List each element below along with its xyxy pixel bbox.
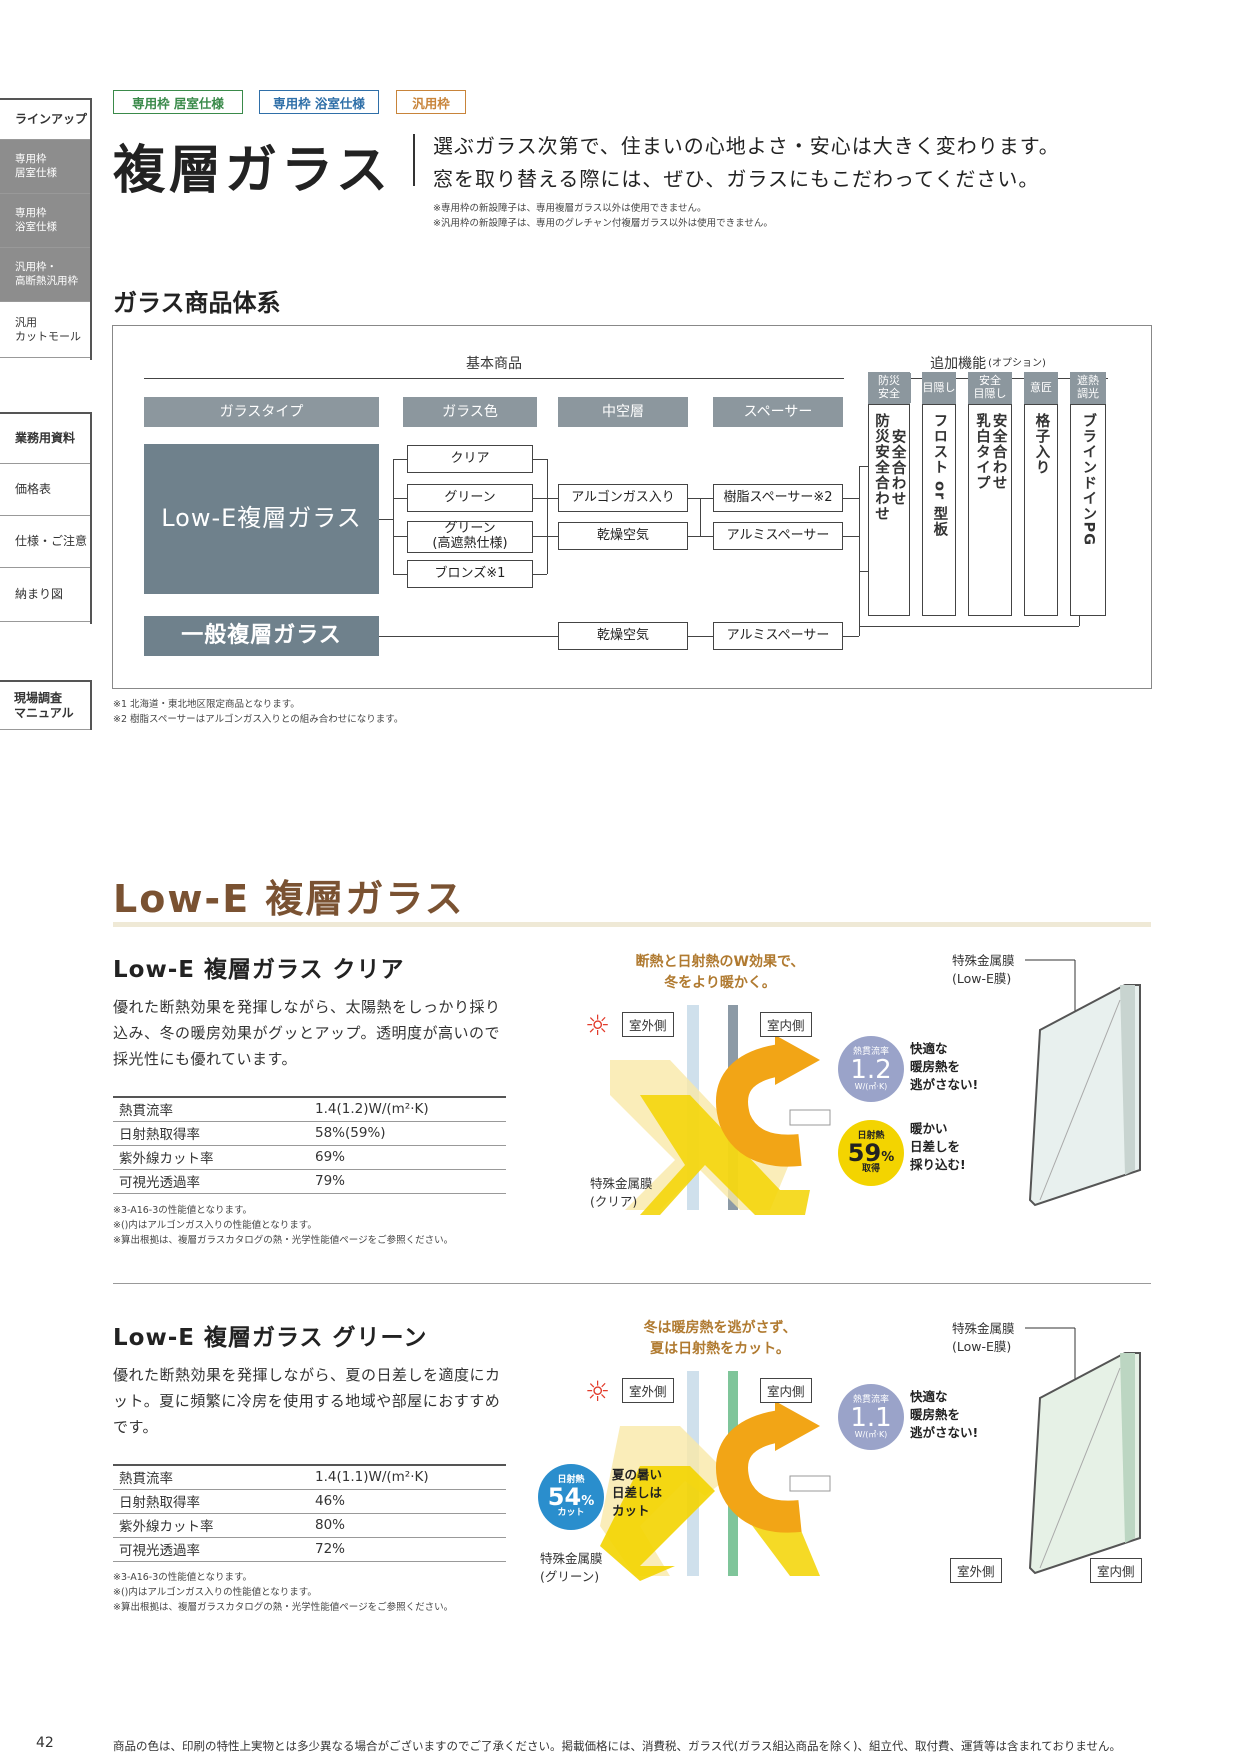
lead-text: 選ぶガラス次第で、住まいの心地よさ・安心は大きく変わります。 窓を取り替える際に… [433, 134, 1060, 191]
side-nav-manual: 現場調査 マニュアル [0, 680, 92, 730]
header-notes: ※専用枠の新設障子は、専用複層ガラス以外は使用できません。 ※汎用枠の新設障子は… [433, 203, 773, 229]
clear-film-right: 特殊金属膜 (Low-E膜) [952, 953, 1015, 986]
title-divider [413, 134, 415, 186]
green-outside-label: 室外側 [622, 1378, 674, 1403]
system-notes: ※1 北海道・東北地区限定商品となります。 ※2 樹脂スペーサーはアルゴンガス入… [113, 699, 404, 725]
clear-u-circle: 熱貫流率 1.2 W/(㎡·K) [838, 1036, 904, 1102]
clear-desc: 優れた断熱効果を発揮しながら、太陽熱をしっかり採り込み、冬の暖房効果がグッとアッ… [113, 998, 501, 1068]
clear-u-text: 快適な 暖房熱を 逃がさない! [910, 1041, 979, 1092]
clear-outside-label: 室外側 [622, 1012, 674, 1037]
air-dry: 乾燥空気 [558, 522, 688, 550]
opt-shanetsu: ブラインドインPG [1070, 404, 1106, 616]
lowe-title: Low-E 複層ガラス [113, 877, 465, 921]
nav-item-cutmold[interactable]: 汎用 カットモール [0, 302, 92, 358]
spacer-resin: 樹脂スペーサー※2 [713, 484, 843, 512]
green-title: Low-E 複層ガラス グリーン [113, 1325, 428, 1351]
lowe-title-rule [113, 922, 1151, 927]
green-notes: ※3-A16-3の性能値となります。 ※()内はアルゴンガス入りの性能値となりま… [113, 1572, 454, 1613]
color-green: グリーン [407, 484, 533, 512]
opt-head-anzen: 安全 目隠し [968, 372, 1012, 404]
color-bronze: ブロンズ※1 [407, 560, 533, 588]
tag-general: 汎用枠 [396, 90, 466, 114]
clear-g-circle: 日射熱 59% 取得 [838, 1120, 904, 1186]
col-glass-type: ガラスタイプ [144, 397, 379, 427]
spacer-alumi-general: アルミスペーサー [713, 622, 843, 650]
side-nav-docs: 業務用資料 価格表 仕様・ご注意 納まり図 [0, 412, 92, 624]
green-inside-label: 室内側 [760, 1378, 812, 1403]
footer-note: 商品の色は、印刷の特性上実物とは多少異なる場合がございますのでご了承ください。掲… [113, 1739, 1121, 1753]
section-divider [113, 1283, 1151, 1284]
page-number: 42 [36, 1735, 54, 1751]
tag-living: 専用枠 居室仕様 [113, 90, 243, 114]
nav-item-general[interactable]: 汎用枠・ 高断熱汎用枠 [0, 248, 92, 302]
opt-isho: 格子入り [1024, 404, 1058, 616]
green-g-circle: 日射熱 54% カット [538, 1464, 604, 1530]
col-air-layer: 中空層 [558, 397, 688, 427]
air-dry-general: 乾燥空気 [558, 622, 688, 650]
basic-label: 基本商品 [466, 355, 522, 372]
window-illustration-clear [1025, 959, 1141, 1207]
nav-item-manual[interactable]: 現場調査 マニュアル [0, 680, 92, 730]
window-inside-label: 室内側 [1090, 1558, 1142, 1583]
lowe-type: Low-E複層ガラス [144, 444, 379, 594]
color-green-high: グリーン (高遮熱仕様) [407, 521, 533, 553]
tag-bath: 専用枠 浴室仕様 [259, 90, 379, 114]
opt-head-shanetsu: 遮熱 調光 [1070, 372, 1106, 404]
color-clear: クリア [407, 445, 533, 473]
clear-inside-label: 室内側 [760, 1012, 812, 1037]
clear-g-text: 暖かい 日差しを 採り込む! [910, 1121, 966, 1172]
option-label: 追加機能(オプション) [930, 355, 1046, 372]
side-nav: ラインアップ 専用枠 居室仕様 専用枠 浴室仕様 汎用枠・ 高断熱汎用枠 汎用 … [0, 98, 92, 360]
green-caption: 冬は暖房熱を逃がさず、 夏は日射熱をカット。 [643, 1320, 797, 1357]
clear-notes: ※3-A16-3の性能値となります。 ※()内はアルゴンガス入りの性能値となりま… [113, 1205, 454, 1246]
glass-system-diagram: 基本商品 追加機能(オプション) ガラスタイプ ガラス色 中空層 スペーサー L… [112, 325, 1152, 689]
clear-film-label: 特殊金属膜 (クリア) [590, 1176, 653, 1209]
green-g-text: 夏の暑い 日差しは カット [612, 1467, 663, 1518]
spacer-alumi: アルミスペーサー [713, 522, 843, 550]
opt-bousai: 安全合わせ 防災安全合わせ [868, 404, 910, 616]
green-film-label: 特殊金属膜 (グリーン) [540, 1551, 603, 1584]
nav-item-price[interactable]: 価格表 [0, 464, 92, 516]
nav-item-living[interactable]: 専用枠 居室仕様 [0, 140, 92, 194]
air-argon: アルゴンガス入り [558, 484, 688, 512]
opt-head-mekakushi: 目隠し [922, 372, 956, 404]
general-type: 一般複層ガラス [144, 616, 379, 656]
nav-item-business[interactable]: 業務用資料 [0, 412, 92, 464]
page-title: 複層ガラス [113, 141, 392, 201]
green-desc: 優れた断熱効果を発揮しながら、夏の日差しを適度にカット。夏に頻繁に冷房を使用する… [113, 1366, 501, 1436]
clear-title: Low-E 複層ガラス クリア [113, 957, 405, 983]
nav-item-spec[interactable]: 仕様・ご注意 [0, 516, 92, 568]
nav-item-lineup[interactable]: ラインアップ [0, 98, 92, 140]
opt-anzen: 安全合わせ 乳白タイプ [968, 404, 1012, 616]
green-film-right: 特殊金属膜 (Low-E膜) [952, 1321, 1015, 1354]
opt-head-bousai: 防災 安全 [868, 372, 910, 404]
col-spacer: スペーサー [713, 397, 843, 427]
window-illustration-green [1025, 1327, 1141, 1575]
window-outside-label: 室外側 [950, 1558, 1002, 1583]
col-glass-color: ガラス色 [403, 397, 537, 427]
green-u-text: 快適な 暖房熱を 逃がさない! [910, 1389, 979, 1440]
opt-mekakushi: フロスト or 型板 [922, 404, 956, 616]
sun-icon: ☼ [585, 1375, 611, 1408]
clear-heat-diagram [610, 1005, 831, 1215]
sun-icon: ☼ [585, 1009, 611, 1042]
nav-item-bath[interactable]: 専用枠 浴室仕様 [0, 194, 92, 248]
nav-item-detail[interactable]: 納まり図 [0, 568, 92, 622]
opt-head-isho: 意匠 [1024, 372, 1058, 404]
system-heading: ガラス商品体系 [113, 289, 281, 317]
green-heat-diagram [600, 1371, 831, 1581]
clear-caption: 断熱と日射熱のW効果で、 冬をより暖かく。 [635, 954, 805, 991]
green-u-circle: 熱貫流率 1.1 W/(㎡·K) [838, 1384, 904, 1450]
